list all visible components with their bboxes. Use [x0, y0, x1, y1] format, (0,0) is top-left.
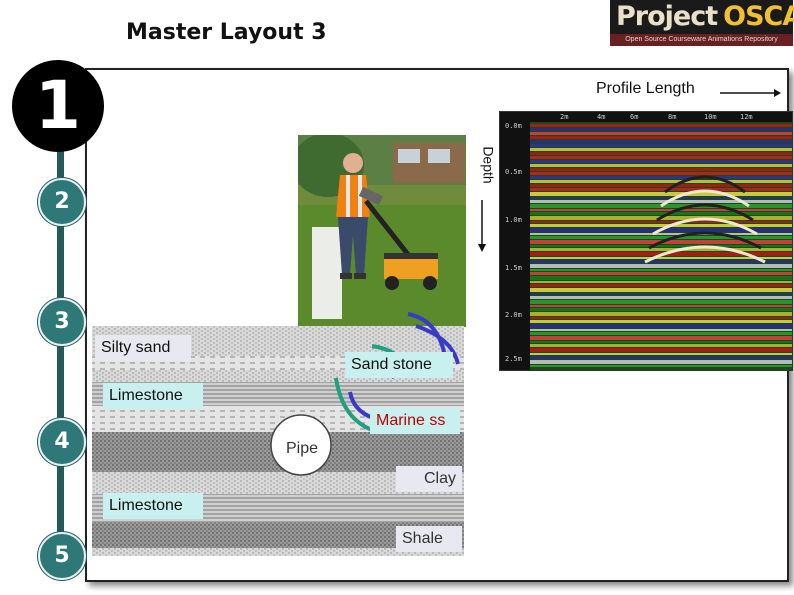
step-5-marker[interactable]: 5 — [38, 532, 86, 580]
top-tick-label: 8m — [668, 113, 677, 121]
step-4-marker[interactable]: 4 — [38, 418, 86, 466]
logo-tagline: Open Source Courseware Animations Reposi… — [610, 34, 793, 46]
top-tick-label: 6m — [630, 113, 639, 121]
layer-label-sand-stone: Sand stone — [345, 352, 453, 378]
depth-arrow-icon — [478, 200, 486, 252]
logo-word-oscar: OSCAR — [723, 1, 794, 32]
top-tick-label: 4m — [597, 113, 606, 121]
gpr-operator-photo — [298, 135, 466, 327]
step-1-marker[interactable]: 1 — [12, 60, 104, 152]
depth-tick-label: 2.5m — [505, 355, 522, 363]
depth-label: Depth — [480, 146, 497, 184]
depth-tick-label: 0.5m — [505, 168, 522, 176]
layer-label-limestone-lower: Limestone — [103, 493, 203, 519]
slide-title: Master Layout 3 — [126, 20, 327, 45]
logo-word-project: Project — [616, 1, 718, 32]
layer-label-pipe: Pipe — [285, 440, 319, 457]
project-oscar-logo: ProjectOSCAR Open Source Courseware Anim… — [610, 0, 794, 46]
layer-label-marine-ss: Marine ss — [370, 408, 460, 434]
depth-tick-label: 2.0m — [505, 311, 522, 319]
step-2-marker[interactable]: 2 — [38, 178, 86, 226]
profile-length-arrow-icon — [720, 89, 781, 97]
layer-label-silty-sand: Silty sand — [95, 335, 191, 361]
step-3-marker[interactable]: 3 — [38, 298, 86, 346]
radargram-image — [530, 122, 792, 370]
depth-tick-label: 1.0m — [505, 216, 522, 224]
depth-tick-label: 0.0m — [505, 122, 522, 130]
layer-label-shale: Shale — [396, 526, 462, 552]
logo-wordmark: ProjectOSCAR — [610, 0, 794, 34]
depth-tick-label: 1.5m — [505, 264, 522, 272]
top-tick-label: 2m — [560, 113, 569, 121]
layer-label-clay: Clay — [396, 466, 462, 492]
gpr-radargram: 2m 4m 6m 8m 10m 12m 0.0m 0.5m 1.0m 1.5m … — [499, 111, 793, 371]
top-tick-label: 10m — [704, 113, 717, 121]
profile-length-label: Profile Length — [596, 80, 695, 97]
layer-label-limestone-upper: Limestone — [103, 383, 203, 409]
top-tick-label: 12m — [740, 113, 753, 121]
